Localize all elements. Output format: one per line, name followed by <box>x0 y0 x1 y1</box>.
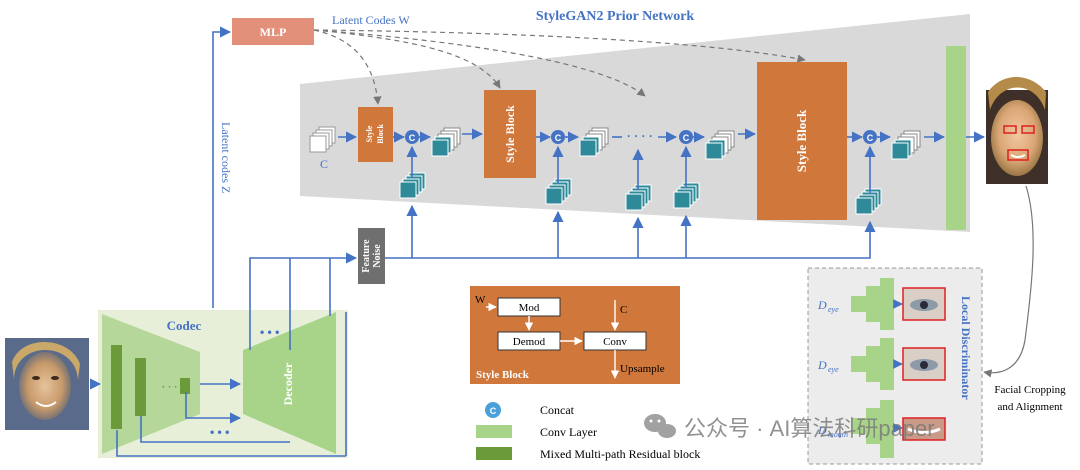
legend-label-concat: Concat <box>540 403 575 417</box>
svg-text:C: C <box>409 133 416 143</box>
decoder-to-noise-arrows <box>249 252 358 456</box>
svg-text:D: D <box>817 423 827 437</box>
svg-text:eye: eye <box>828 365 839 374</box>
constant-label: C <box>320 157 328 171</box>
concat-icon: C <box>551 130 565 144</box>
detail-w-label: W <box>475 294 486 306</box>
facial-cropping-label-1: Facial Cropping <box>994 384 1066 396</box>
svg-text:C: C <box>683 133 690 143</box>
detail-c-label: C <box>620 304 627 316</box>
output-face-image <box>986 77 1048 184</box>
decoder-shape <box>243 312 336 454</box>
style-block-small-label-1: Style <box>365 125 374 142</box>
feature-noise-label-2: Noise <box>372 244 383 268</box>
latent-w-arrows <box>313 29 806 105</box>
detail-title: Style Block <box>476 369 530 381</box>
codec-arrows <box>89 378 346 457</box>
decoder-ellipsis-top: • • • <box>260 325 279 339</box>
decoder-label: Decoder <box>281 362 295 405</box>
style-block-large-label: Style Block <box>794 109 809 172</box>
svg-text:C: C <box>555 133 562 143</box>
style-block-1 <box>484 90 536 178</box>
style-block-small <box>358 107 393 162</box>
svg-text:C: C <box>867 133 874 143</box>
concat-icon: C <box>863 130 877 144</box>
style-block-1-label: Style Block <box>503 105 517 163</box>
mixed-block <box>180 378 190 394</box>
network-title: StyleGAN2 Prior Network <box>536 9 695 24</box>
legend-label-mixed: Mixed Multi-path Residual block <box>540 447 700 461</box>
svg-text:mouth: mouth <box>828 430 848 439</box>
svg-text:D: D <box>817 298 827 312</box>
codec-label: Codec <box>167 318 202 333</box>
mixed-legend-swatch <box>476 447 512 460</box>
concat-icon: C <box>679 130 693 144</box>
mod-label: Mod <box>519 302 540 314</box>
final-conv-layer <box>946 46 966 230</box>
style-block-small-label-2: Block <box>376 124 385 144</box>
constant-input <box>309 126 336 153</box>
watermark: 公众号 · AI算法科研paper <box>644 414 935 441</box>
upsample-label: Upsample <box>620 363 665 375</box>
concat-icon: C <box>405 130 419 144</box>
facial-cropping-label-2: and Alignment <box>997 401 1062 413</box>
mlp-block <box>232 18 314 45</box>
mlp-label: MLP <box>260 25 287 39</box>
svg-text:C: C <box>490 406 497 416</box>
legend: C Concat Conv Layer Mixed Multi-path Res… <box>476 402 700 461</box>
codec-ellipsis: · · · · <box>162 382 184 393</box>
input-face-image <box>5 338 89 430</box>
detail-arrows <box>486 300 620 379</box>
wechat-icon <box>644 414 676 438</box>
svg-text:D: D <box>817 358 827 372</box>
encoder-shape <box>102 314 200 454</box>
conv-label: Conv <box>603 336 627 348</box>
discriminator-eye-1: D eye <box>817 278 946 330</box>
noise-distribution-lines <box>385 204 876 259</box>
latent-z-label: Latent codes Z <box>219 122 233 193</box>
cropping-arrow <box>983 185 1034 378</box>
conv-legend-swatch <box>476 425 512 438</box>
concat-legend-icon <box>485 402 501 418</box>
discriminator-eye-2: D eye <box>817 338 946 390</box>
codec-ellipsis-bottom: • • • <box>210 425 229 439</box>
watermark-text: 公众号 · AI算法科研paper <box>684 416 935 441</box>
mixed-block <box>135 358 146 416</box>
svg-text:eye: eye <box>828 305 839 314</box>
discriminator-mouth: D mouth <box>817 400 946 458</box>
feature-noise-label-1: Feature <box>361 239 372 273</box>
style-block-large <box>757 62 847 220</box>
mixed-block <box>111 345 122 429</box>
ellipsis-mid: · · · · <box>627 129 653 143</box>
latent-w-label: Latent Codes W <box>332 13 410 27</box>
feature-noise-block <box>358 228 385 284</box>
codec-to-mlp-arrow <box>212 26 232 308</box>
demod-label: Demod <box>513 336 546 348</box>
local-disc-title: Local Discriminator <box>959 296 973 400</box>
legend-label-conv: Conv Layer <box>540 425 597 439</box>
